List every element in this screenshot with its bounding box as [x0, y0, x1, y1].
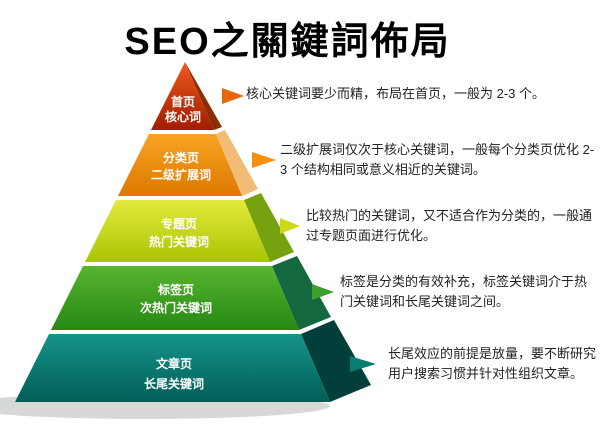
- tier-1-keyword-label: 核心词: [165, 109, 201, 124]
- tier-2-side-face: [216, 130, 258, 196]
- tier-3-page-label: 专题页: [161, 216, 197, 231]
- tier-1-page-label: 首页: [171, 94, 195, 109]
- tier-2-note: 二级扩展词仅次于核心关键词，一般每个分类页优化 2-3 个结构相同或意义相近的关…: [280, 142, 595, 177]
- tier-2-keyword-label: 二级扩展词: [151, 167, 211, 182]
- tier-3-note: 比较热门的关键词，又不适合作为分类的，一般通过专题页面进行优化。: [306, 208, 593, 243]
- tier-4-side-face: [272, 256, 331, 330]
- tier-5-note: 长尾效应的前提是放量，要不断研究用户搜索习惯并针对性组织文章。: [388, 346, 597, 381]
- page-title: SEO之關鍵詞佈局: [124, 21, 451, 63]
- tier-5-page-label: 文章页: [156, 356, 192, 371]
- tier-4-note: 标签是分类的有效补充，标签关键词介于热门关键词和长尾关键词之间。: [340, 274, 588, 309]
- tier-5-front-face: [15, 334, 330, 402]
- tier-2-front-face: [118, 134, 242, 196]
- tier-4-page-label: 标签页: [157, 282, 194, 297]
- tier-3-front-face: [85, 200, 270, 262]
- tier-1: 首页 核心词: [151, 62, 244, 130]
- tier-4: 标签页 次热门关键词: [51, 256, 334, 330]
- tier-1-side-face: [185, 62, 222, 130]
- tier-3: 专题页 热门关键词: [85, 193, 300, 262]
- tier-5-side-face: [301, 320, 371, 402]
- tier-4-front-face: [51, 266, 299, 330]
- tier-1-note: 核心关键词要少而精，布局在首页，一般为 2-3 个。: [246, 86, 546, 101]
- tier-5-connector-arrow-icon: [350, 356, 376, 372]
- tier-4-connector-arrow-icon: [312, 284, 334, 300]
- tier-2: 分类页 二级扩展词: [118, 130, 276, 196]
- tier-1-front-face: [151, 62, 214, 130]
- tier-2-connector-arrow-icon: [252, 152, 276, 168]
- tier-2-page-label: 分类页: [163, 150, 199, 165]
- tier-3-keyword-label: 热门关键词: [149, 234, 209, 249]
- tier-4-keyword-label: 次热门关键词: [140, 300, 212, 315]
- tier-5-keyword-label: 长尾关键词: [144, 376, 204, 391]
- tier-1-connector-arrow-icon: [222, 88, 244, 104]
- tier-5: 文章页 长尾关键词: [15, 320, 376, 402]
- tier-3-side-face: [244, 193, 294, 262]
- tier-3-connector-arrow-icon: [280, 218, 300, 234]
